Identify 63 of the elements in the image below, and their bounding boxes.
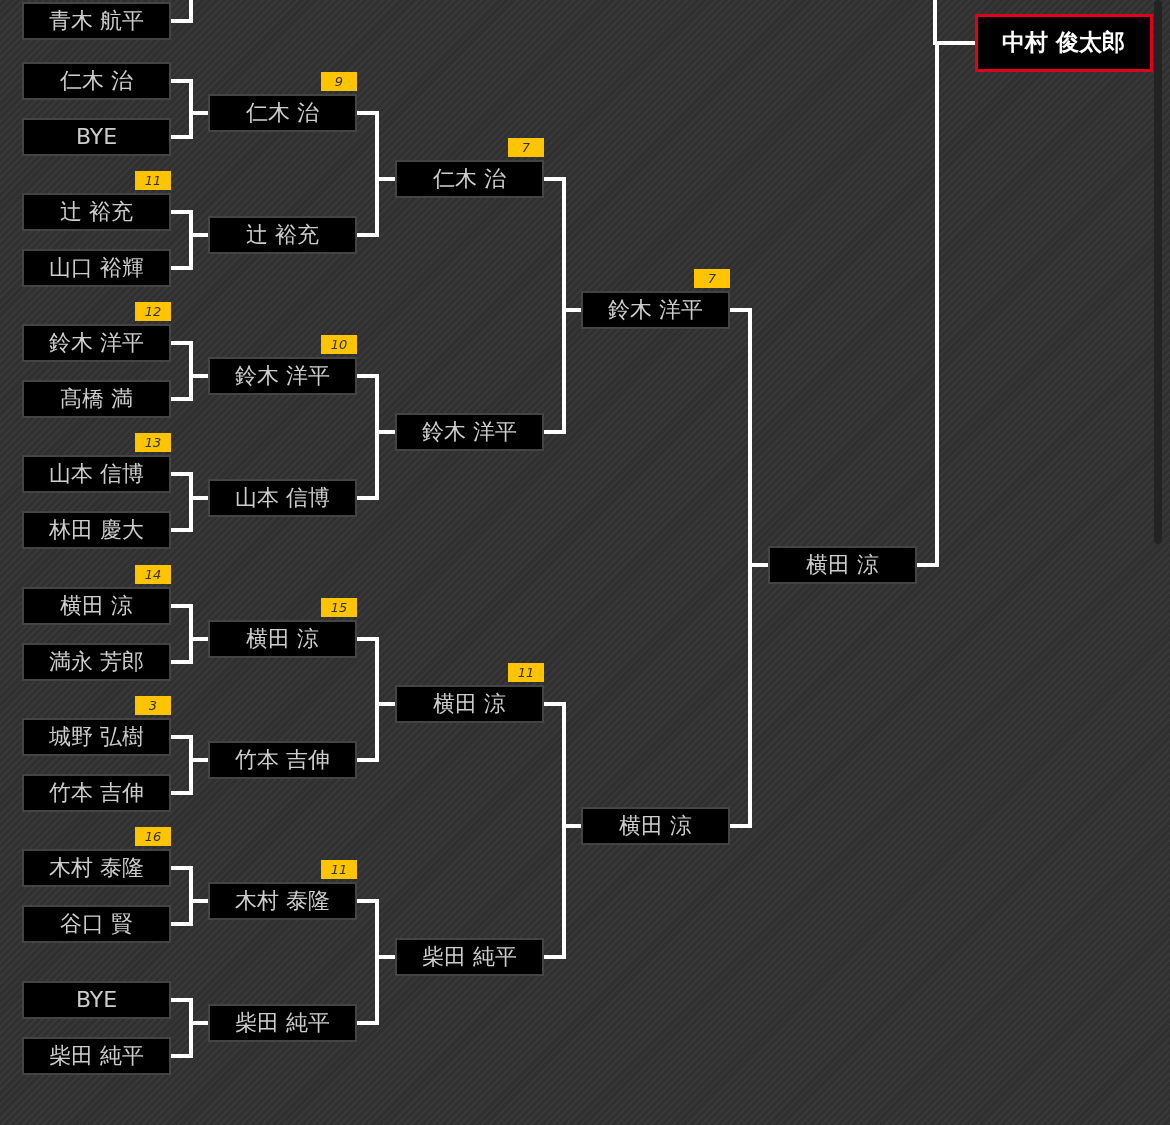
bracket-line bbox=[171, 374, 208, 401]
number-badge: 11 bbox=[508, 663, 544, 682]
player-name-box: 仁木 治 bbox=[22, 62, 171, 100]
winner-name-box: 中村 俊太郎 bbox=[975, 14, 1153, 72]
player-name-box: 鈴木 洋平 bbox=[22, 324, 171, 362]
bracket-line bbox=[171, 637, 208, 664]
player-name-box: 横田 涼 bbox=[768, 546, 917, 584]
player-name-box: 鈴木 洋平 bbox=[581, 291, 730, 329]
number-badge: 11 bbox=[135, 171, 171, 190]
bracket-line bbox=[357, 702, 395, 762]
number-badge: 7 bbox=[508, 138, 544, 157]
number-badge: 10 bbox=[321, 335, 357, 354]
bracket-line bbox=[544, 308, 581, 434]
bracket-line bbox=[171, 111, 208, 139]
player-name-box: 山本 信博 bbox=[22, 455, 171, 493]
player-name-box: 満永 芳郎 bbox=[22, 643, 171, 681]
player-name-box: 横田 涼 bbox=[22, 587, 171, 625]
player-name-box: 竹本 吉伸 bbox=[22, 774, 171, 812]
player-name-box: 辻 裕充 bbox=[22, 193, 171, 231]
player-name-box: 仁木 治 bbox=[208, 94, 357, 132]
number-badge: 14 bbox=[135, 565, 171, 584]
player-name-box: 木村 泰隆 bbox=[22, 849, 171, 887]
player-name-box: 仁木 治 bbox=[395, 160, 544, 198]
player-name-box: 辻 裕充 bbox=[208, 216, 357, 254]
player-name-box: 柴田 純平 bbox=[208, 1004, 357, 1042]
bracket-line bbox=[171, 1021, 208, 1058]
player-name-box: 竹本 吉伸 bbox=[208, 741, 357, 779]
player-name-box: 鈴木 洋平 bbox=[395, 413, 544, 451]
player-name-box: BYE bbox=[22, 981, 171, 1019]
bracket-line bbox=[171, 233, 208, 270]
player-name-box: 木村 泰隆 bbox=[208, 882, 357, 920]
number-badge: 9 bbox=[321, 72, 357, 91]
bracket-line bbox=[171, 899, 208, 926]
bracket-line bbox=[544, 824, 581, 959]
player-name-box: 山本 信博 bbox=[208, 479, 357, 517]
number-badge: 13 bbox=[135, 433, 171, 452]
number-badge: 11 bbox=[321, 860, 357, 879]
player-name-box: 柴田 純平 bbox=[395, 938, 544, 976]
player-name-box: 横田 涼 bbox=[581, 807, 730, 845]
player-name-box: 髙橋 満 bbox=[22, 380, 171, 418]
bracket-line bbox=[730, 563, 768, 828]
number-badge: 7 bbox=[694, 269, 730, 288]
bracket-line bbox=[357, 177, 395, 237]
bracket-line bbox=[357, 955, 395, 1025]
player-name-box: 鈴木 洋平 bbox=[208, 357, 357, 395]
bracket-line bbox=[357, 430, 395, 500]
player-name-box: 山口 裕輝 bbox=[22, 249, 171, 287]
bracket-line bbox=[933, 0, 975, 45]
player-name-box: BYE bbox=[22, 118, 171, 156]
number-badge: 12 bbox=[135, 302, 171, 321]
player-name-box: 林田 慶大 bbox=[22, 511, 171, 549]
number-badge: 16 bbox=[135, 827, 171, 846]
bracket-line bbox=[171, 496, 208, 532]
player-name-box: 横田 涼 bbox=[395, 685, 544, 723]
player-name-box: 柴田 純平 bbox=[22, 1037, 171, 1075]
bracket-line bbox=[171, 758, 208, 795]
number-badge: 15 bbox=[321, 598, 357, 617]
player-name-box: 谷口 賢 bbox=[22, 905, 171, 943]
player-name-box: 城野 弘樹 bbox=[22, 718, 171, 756]
player-name-box: 横田 涼 bbox=[208, 620, 357, 658]
bracket-line bbox=[171, 0, 193, 23]
number-badge: 3 bbox=[135, 696, 171, 715]
player-name-box: 青木 航平 bbox=[22, 2, 171, 40]
